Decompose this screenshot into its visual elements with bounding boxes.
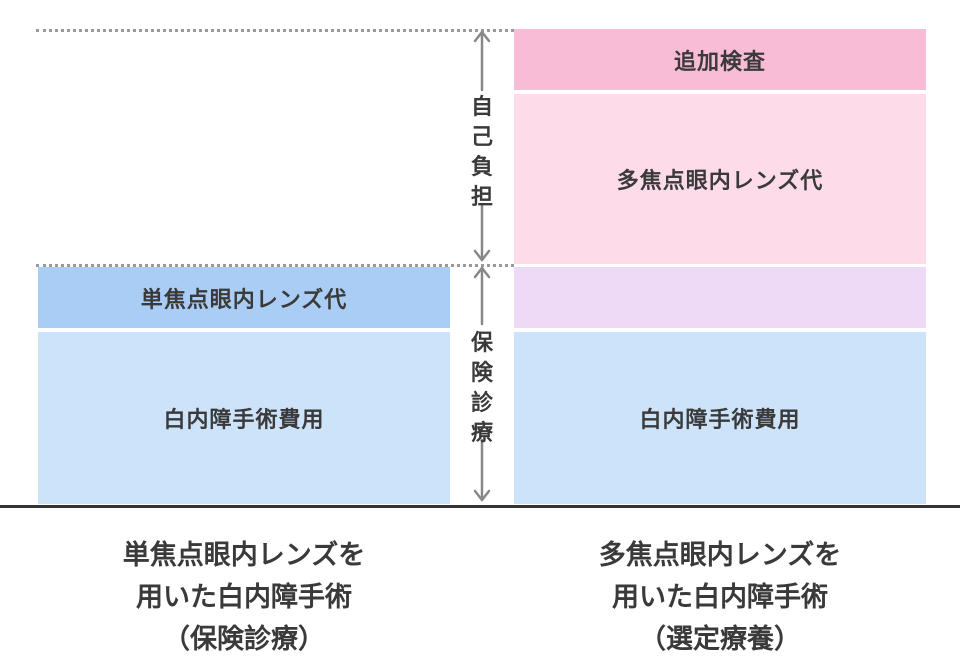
middle-dotted-line xyxy=(36,264,514,267)
right-lens-cost-block: 多焦点眼内レンズ代 xyxy=(514,94,926,264)
right-caption: 多焦点眼内レンズを 用いた白内障手術 （選定療養） xyxy=(598,540,842,655)
left-caption: 単焦点眼内レンズを 用いた白内障手術 （保険診療） xyxy=(122,540,366,655)
insurance-label: 保 険 診 療 xyxy=(470,331,493,446)
self-pay-label: 自 己 負 担 xyxy=(470,95,493,210)
self-pay-arrow-up-head xyxy=(473,30,491,43)
right-additional-test-label: 追加検査 xyxy=(673,49,766,75)
top-dotted-line xyxy=(36,29,514,32)
left-surgery-cost-label: 白内障手術費用 xyxy=(163,408,325,433)
right-surgery-cost-block: 白内障手術費用 xyxy=(514,332,926,504)
left-surgery-cost-block: 白内障手術費用 xyxy=(38,332,450,504)
right-lens-insured-block xyxy=(514,267,926,328)
left-lens-cost-block: 単焦点眼内レンズ代 xyxy=(38,267,450,328)
insurance-arrow-down-head xyxy=(473,489,491,502)
left-lens-cost-label: 単焦点眼内レンズ代 xyxy=(140,287,348,313)
right-additional-test-block: 追加検査 xyxy=(514,29,926,90)
right-lens-cost-label: 多焦点眼内レンズ代 xyxy=(616,169,824,194)
baseline xyxy=(0,505,960,508)
insurance-arrow-up-head xyxy=(473,266,491,279)
axis-arrows xyxy=(473,30,491,502)
right-surgery-cost-label: 白内障手術費用 xyxy=(639,408,801,433)
self-pay-arrow-down-head xyxy=(473,249,491,262)
